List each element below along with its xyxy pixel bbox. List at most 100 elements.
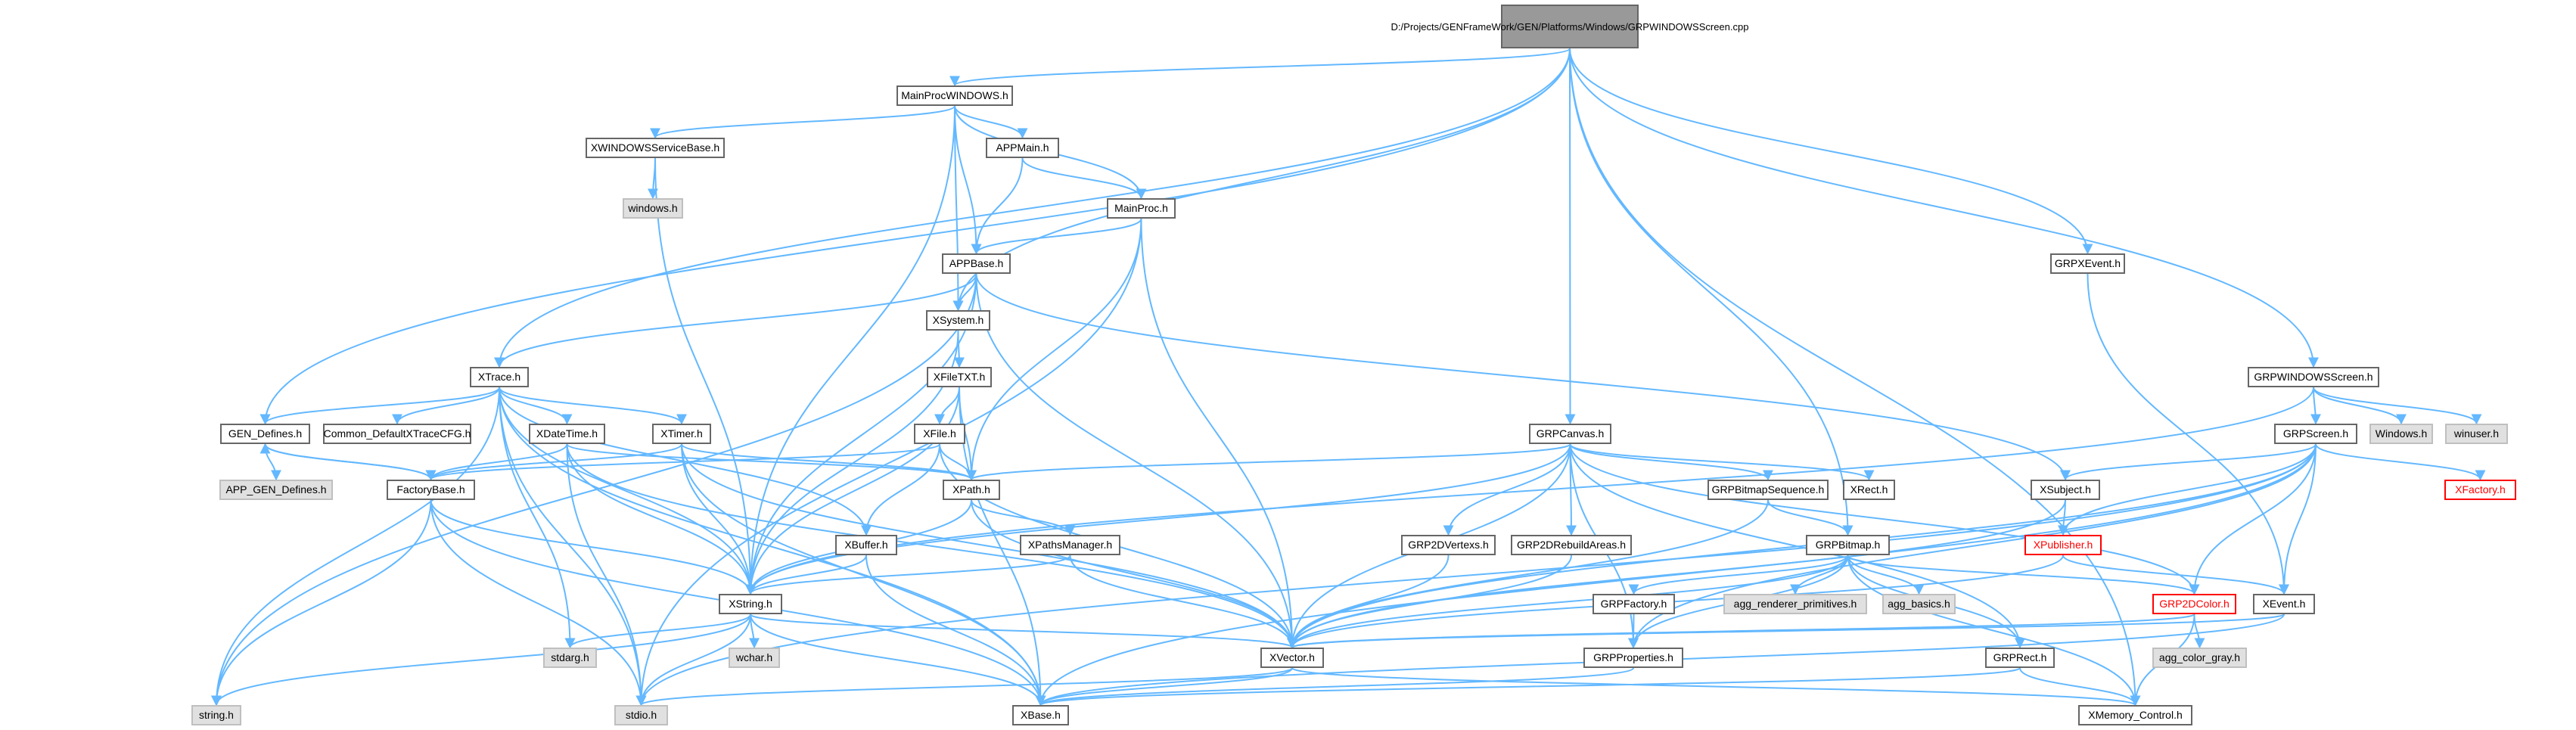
node-grpscreen[interactable]: GRPScreen.h: [2274, 424, 2357, 444]
edge-appmain-to-appbase: [971, 157, 1024, 255]
edge-appbase-to-xtrace: [494, 273, 977, 368]
edge-xtrace-to-stdarg: [499, 387, 576, 649]
node-grp2dcolor[interactable]: GRP2DColor.h: [2152, 594, 2236, 614]
node-stdio[interactable]: stdio.h: [614, 705, 668, 725]
node-wchar[interactable]: wchar.h: [729, 648, 780, 668]
edge-xpublisher-to-xvector: [1287, 554, 2064, 649]
edge-grp2dcolor-to-agg_color_gray: [2193, 614, 2205, 649]
node-common-default-xtracecfg[interactable]: Common_DefaultXTraceCFG.h: [323, 424, 471, 444]
node-grpfactory[interactable]: GRPFactory.h: [1593, 594, 1675, 614]
edge-grpcanvas-to-grp2dvertexs: [1443, 443, 1571, 536]
edge-xdatetime-to-xpath: [566, 443, 977, 481]
edge-grprect-to-xmemory_control: [2019, 667, 2141, 707]
edge-xtrace-to-stdio: [499, 387, 647, 707]
node-xfiletxt[interactable]: XFileTXT.h: [927, 367, 992, 387]
node-grpbitmap[interactable]: GRPBitmap.h: [1806, 535, 1890, 555]
edge-xfile-to-xbuffer: [861, 443, 940, 536]
edge-mainproc_windows-to-appmain: [954, 105, 1028, 139]
edge-mainproc-to-xpath: [966, 218, 1142, 481]
edge-factorybase-to-string: [211, 499, 432, 707]
node-xbase[interactable]: XBase.h: [1012, 705, 1069, 725]
edge-xstring-to-string: [211, 614, 751, 707]
node-windows-upper[interactable]: Windows.h: [2369, 424, 2433, 444]
node-xrect[interactable]: XRect.h: [1843, 480, 1895, 500]
edge-xdatetime-to-stdio: [566, 443, 647, 707]
node-xstring[interactable]: XString.h: [719, 594, 782, 614]
edge-root-to-grpxevent: [1569, 48, 2093, 255]
node-grpwindowsscreen[interactable]: GRPWINDOWSScreen.h: [2248, 367, 2379, 387]
edge-xpath-to-xvector: [971, 499, 1297, 649]
edge-xtimer-to-xvector: [681, 443, 1297, 649]
edge-xevent-to-xvector: [1287, 614, 2285, 649]
node-grpbitmapsequence[interactable]: GRPBitmapSequence.h: [1707, 480, 1829, 500]
node-app-gen-defines[interactable]: APP_GEN_Defines.h: [219, 480, 333, 500]
edge-grpbitmap-to-xmemory_control: [1847, 554, 2141, 707]
node-appmain[interactable]: APPMain.h: [986, 138, 1059, 158]
node-stdarg[interactable]: stdarg.h: [543, 648, 597, 668]
edge-root-to-xtrace: [494, 48, 1571, 368]
edge-grpwindowsscreen-to-windows_upper: [2313, 387, 2407, 425]
edge-root-to-grpcanvas: [1565, 48, 1576, 425]
node-xtrace[interactable]: XTrace.h: [470, 367, 529, 387]
edge-xpath-to-xpathsmanager: [971, 499, 1076, 536]
edge-root-to-mainproc_windows: [949, 48, 1571, 87]
edge-mainproc_windows-to-xsystem: [952, 105, 964, 312]
node-agg-basics[interactable]: agg_basics.h: [1882, 594, 1956, 614]
node-xbuffer[interactable]: XBuffer.h: [835, 535, 897, 555]
node-mainproc-windows[interactable]: MainProcWINDOWS.h: [896, 85, 1013, 106]
edge-xtimer-to-xstring: [681, 443, 756, 595]
edge-mainproc-to-appbase: [971, 218, 1142, 255]
node-xvector[interactable]: XVector.h: [1260, 648, 1324, 668]
node-agg-color-gray[interactable]: agg_color_gray.h: [2152, 648, 2247, 668]
node-grpproperties[interactable]: GRPProperties.h: [1583, 648, 1683, 668]
edge-xpathsmanager-to-xstring: [745, 554, 1071, 595]
edge-xdatetime-to-factorybase: [425, 443, 568, 481]
node-root-file[interactable]: D:/Projects/GENFrameWork/GEN/Platforms/W…: [1391, 5, 1748, 48]
edge-grpwindowsscreen-to-winuser: [2313, 387, 2482, 425]
edge-grpcanvas-to-xpath: [966, 443, 1571, 481]
edge-xvector-to-stdio: [635, 667, 1293, 707]
node-xtimer[interactable]: XTimer.h: [652, 424, 711, 444]
edge-xvector-to-xbase: [1035, 667, 1293, 707]
edge-grpwindowsscreen-to-grpscreen: [2310, 387, 2321, 425]
node-winuser[interactable]: winuser.h: [2445, 424, 2508, 444]
edge-grpbitmap-to-xvector: [1287, 554, 1849, 649]
edge-xbuffer-to-xstring: [745, 554, 867, 595]
node-factorybase[interactable]: FactoryBase.h: [387, 480, 475, 500]
node-windows-lower[interactable]: windows.h: [623, 198, 683, 219]
edge-root-to-gen_defines: [259, 48, 1571, 425]
edge-mainproc_windows-to-xwindows_service: [650, 105, 956, 139]
node-xpathsmanager[interactable]: XPathsManager.h: [1020, 535, 1120, 555]
node-xwindows-service-base[interactable]: XWINDOWSServiceBase.h: [586, 138, 725, 158]
edge-root-to-xsystem: [952, 48, 1571, 312]
node-grpcanvas[interactable]: GRPCanvas.h: [1529, 424, 1611, 444]
node-xpublisher[interactable]: XPublisher.h: [2024, 535, 2102, 555]
edge-mainproc_windows-to-xstring: [745, 105, 956, 595]
node-mainproc[interactable]: MainProc.h: [1107, 198, 1176, 219]
node-xsubject[interactable]: XSubject.h: [2031, 480, 2100, 500]
node-grp2dvertexs[interactable]: GRP2DVertexs.h: [1401, 535, 1496, 555]
node-xevent[interactable]: XEvent.h: [2253, 594, 2315, 614]
edge-grpscreen-to-xevent: [2279, 443, 2317, 595]
edge-grpscreen-to-xvector: [1287, 443, 2317, 649]
node-xpath[interactable]: XPath.h: [943, 480, 1000, 500]
node-appbase[interactable]: APPBase.h: [942, 253, 1011, 274]
edge-xtrace-to-xtimer: [499, 387, 687, 425]
edge-xtimer-to-xpath: [681, 443, 977, 481]
node-xsystem[interactable]: XSystem.h: [926, 310, 990, 331]
edge-xtrace-to-string: [211, 387, 500, 707]
node-xfile[interactable]: XFile.h: [914, 424, 965, 444]
node-string[interactable]: string.h: [191, 705, 241, 725]
node-xdatetime[interactable]: XDateTime.h: [529, 424, 605, 444]
edge-grpbitmap-to-agg_basics: [1847, 554, 1925, 595]
node-xfactory[interactable]: XFactory.h: [2444, 480, 2516, 500]
node-grpxevent[interactable]: GRPXEvent.h: [2050, 253, 2125, 274]
node-gen-defines[interactable]: GEN_Defines.h: [220, 424, 310, 444]
node-grp2drebuildareas[interactable]: GRP2DRebuildAreas.h: [1511, 535, 1632, 555]
node-grprect[interactable]: GRPRect.h: [1985, 648, 2055, 668]
node-agg-renderer-primitives[interactable]: agg_renderer_primitives.h: [1723, 594, 1867, 614]
edge-grpscreen-to-xbase: [1035, 443, 2317, 707]
node-xmemory-control[interactable]: XMemory_Control.h: [2078, 705, 2192, 725]
edge-xtimer-to-factorybase: [425, 443, 682, 481]
